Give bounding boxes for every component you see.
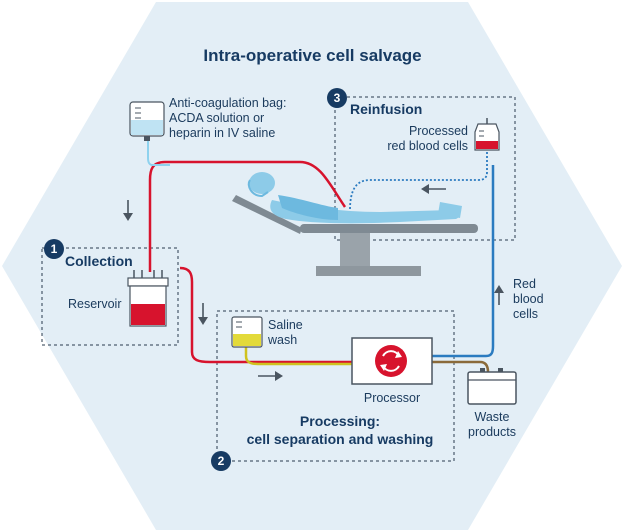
anticoag-label-line2: ACDA solution or xyxy=(169,111,265,125)
processed-label-line2: red blood cells xyxy=(387,139,468,153)
collection-box xyxy=(41,247,179,346)
reservoir-icon xyxy=(127,270,169,327)
flow-arrow-down-anticoag xyxy=(123,200,133,221)
processing-heading-line1: Processing: xyxy=(299,413,381,429)
flow-arrow-right-processing xyxy=(258,371,283,381)
processor-icon xyxy=(351,337,433,385)
rbc-return-tube xyxy=(432,165,495,358)
reinfusion-line xyxy=(349,152,488,211)
rbc-label-line2: blood xyxy=(513,292,544,306)
waste-label-line1: Waste xyxy=(474,410,510,424)
patient-figure xyxy=(247,172,462,224)
diagram-title: Intra-operative cell salvage xyxy=(203,46,422,65)
saline-bag-icon xyxy=(231,316,263,348)
processed-rbc-bag-icon xyxy=(474,118,500,151)
anticoag-label-line3: heparin in IV saline xyxy=(169,126,276,140)
saline-label-line2: wash xyxy=(268,333,298,347)
reinfusion-heading: Reinfusion xyxy=(350,101,423,117)
step-number-1: 1 xyxy=(44,239,64,259)
collection-heading: Collection xyxy=(65,253,133,269)
waste-container-icon xyxy=(467,368,517,405)
reservoir-label: Reservoir xyxy=(68,297,122,311)
anticoagulation-bag-icon xyxy=(129,101,165,141)
blood-tube xyxy=(148,160,347,272)
waste-label-line2: products xyxy=(468,425,516,439)
anticoag-tube xyxy=(147,140,170,166)
anticoag-label-line1: Anti-coagulation bag: xyxy=(169,96,287,110)
rbc-label-line3: cells xyxy=(513,307,539,321)
step-number-2: 2 xyxy=(211,451,231,471)
waste-tube xyxy=(432,360,490,373)
step-number-3: 3 xyxy=(327,88,347,108)
processor-label: Processor xyxy=(363,391,421,405)
rbc-label-line1: Red xyxy=(513,277,536,291)
processing-box xyxy=(216,310,455,462)
blood-tube-to-processor xyxy=(179,266,352,364)
reinfusion-box xyxy=(334,96,516,241)
processing-heading-line2: cell separation and washing xyxy=(246,431,434,447)
flow-arrow-up-rbc xyxy=(494,285,504,305)
operating-table xyxy=(232,195,478,276)
processed-label-line1: Processed xyxy=(408,124,468,138)
flow-arrow-left-reinfusion xyxy=(421,184,446,194)
saline-label-line1: Saline xyxy=(268,318,303,332)
saline-tube xyxy=(244,346,352,366)
flow-arrow-down-reservoir xyxy=(198,303,208,325)
